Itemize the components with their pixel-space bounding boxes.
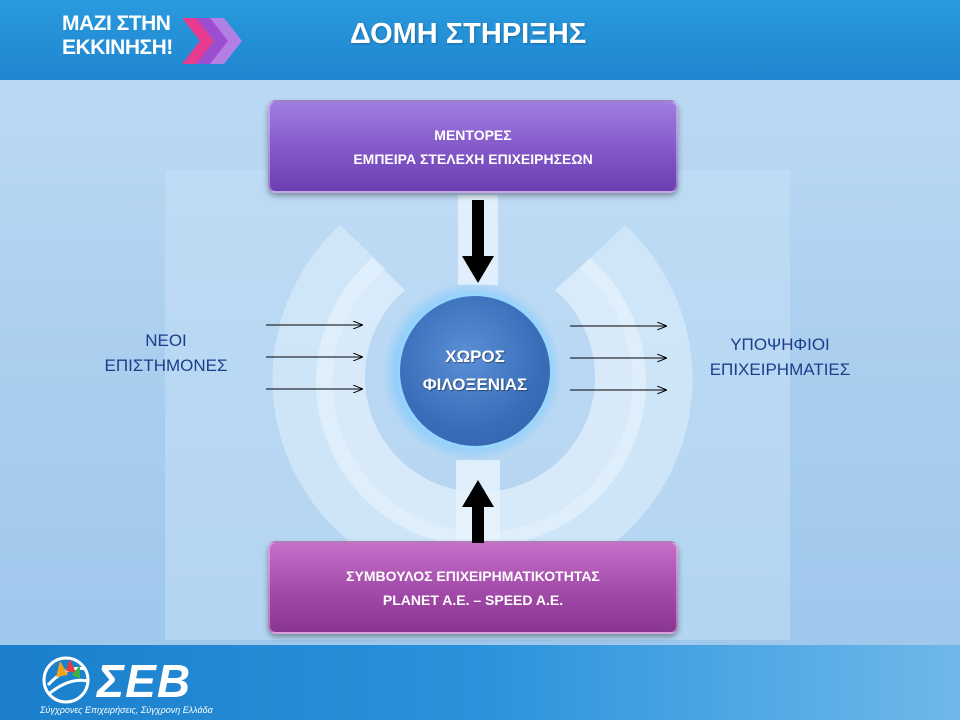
candidate-entrepreneurs-label: ΥΠΟΨΗΦΙΟΙ ΕΠΙΧΕΙΡΗΜΑΤΙΕΣ — [690, 332, 870, 382]
logo-line-2: ΕΚΚΙΝΗΣΗ! — [62, 36, 173, 59]
center-line-1: ΧΩΡΟΣ — [445, 347, 505, 366]
footer-bar: ΣΕΒ Σύγχρονες Επιχειρήσεις, Σύγχρονη Ελλ… — [0, 645, 960, 720]
left-label-line-2: ΕΠΙΣΤΗΜΟΝΕΣ — [104, 356, 228, 375]
seb-tagline: Σύγχρονες Επιχειρήσεις, Σύγχρονη Ελλάδα — [40, 705, 213, 715]
right-label-line-2: ΕΠΙΧΕΙΡΗΜΑΤΙΕΣ — [709, 360, 851, 379]
right-label-line-1: ΥΠΟΨΗΦΙΟΙ — [730, 335, 830, 354]
mentors-box-title: ΜΕΝΤΟΡΕΣ — [434, 126, 512, 143]
header-bar: ΜΑΖΙ ΣΤΗΝ ΕΚΚΙΝΗΣΗ! ΔΟΜΗ ΣΤΗΡΙΞΗΣ — [0, 0, 960, 80]
logo-line-1: ΜΑΖΙ ΣΤΗΝ — [62, 12, 171, 35]
seb-brand-text: ΣΕΒ — [97, 655, 192, 707]
seb-globe-icon — [42, 656, 90, 704]
mentors-box-subtitle: ΕΜΠΕΙΡΑ ΣΤΕΛΕΧΗ ΕΠΙΧΕΙΡΗΣΕΩΝ — [353, 150, 593, 167]
center-line-2: ΦΙΛΟΞΕΝΙΑΣ — [422, 375, 528, 394]
page-title: ΔΟΜΗ ΣΤΗΡΙΞΗΣ — [350, 18, 587, 50]
up-arrow — [462, 480, 494, 543]
advisor-box-title: ΣΥΜΒΟΥΛΟΣ ΕΠΙΧΕΙΡΗΜΑΤΙΚΟΤΗΤΑΣ — [346, 567, 600, 584]
left-label-line-1: ΝΕΟΙ — [145, 331, 187, 350]
campaign-logo-text: ΜΑΖΙ ΣΤΗΝ ΕΚΚΙΝΗΣΗ! — [62, 12, 173, 60]
down-arrow — [462, 200, 494, 283]
hosting-space-circle: ΧΩΡΟΣ ΦΙΛΟΞΕΝΙΑΣ — [400, 296, 550, 446]
chevron-arrows-icon — [182, 18, 242, 64]
advisor-box-subtitle: PLANET A.E. – SPEED A.E. — [382, 591, 564, 608]
mentors-box: ΜΕΝΤΟΡΕΣ ΕΜΠΕΙΡΑ ΣΤΕΛΕΧΗ ΕΠΙΧΕΙΡΗΣΕΩΝ — [268, 100, 678, 193]
young-scientists-label: ΝΕΟΙ ΕΠΙΣΤΗΜΟΝΕΣ — [86, 328, 246, 378]
